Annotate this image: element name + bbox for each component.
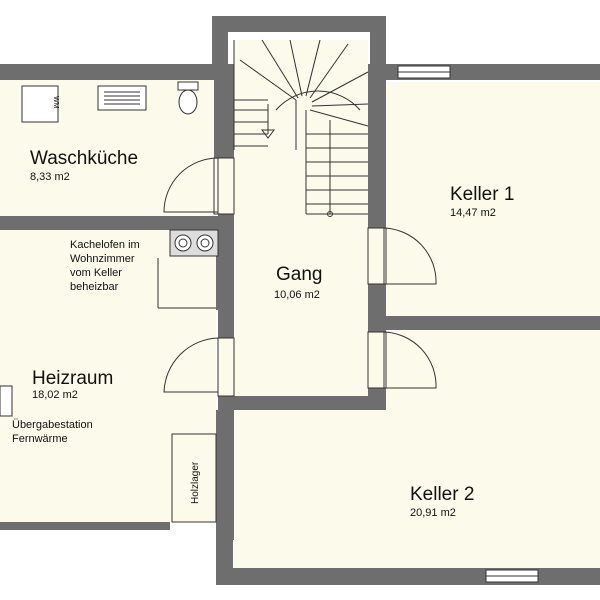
wall-heiz-right-lower (216, 410, 234, 540)
door-keller2-swing (383, 331, 437, 389)
room-area-gang: 10,06 m2 (274, 289, 320, 301)
outer-wall-left (0, 16, 600, 80)
room-area-keller2: 20,91 m2 (410, 507, 456, 519)
door-wasch-opening (213, 157, 235, 215)
stair-down-arrow-icon (261, 129, 275, 139)
wm-label: WM (52, 96, 59, 109)
stair-winder (289, 39, 303, 97)
washing-machine-icon (21, 85, 59, 123)
stair-winder (311, 103, 369, 107)
partition-lines (157, 258, 217, 523)
wall-wasch-heiz (0, 216, 234, 230)
outer-wall-bottom (0, 522, 170, 530)
stair-winder (309, 43, 349, 99)
room-name-keller2: Keller 2 (410, 484, 474, 505)
room-name-gang: Gang (276, 264, 322, 285)
room-area-heizraum: 18,02 m2 (32, 389, 78, 401)
fixtures (0, 81, 219, 417)
room-name-keller1: Keller 1 (450, 184, 514, 205)
labels: WM Waschküche 8,33 m2 Keller 1 14,47 m2 … (12, 96, 514, 519)
note-kachelofen-line3: vom Keller (70, 267, 122, 279)
stair-winder (311, 71, 369, 103)
floor-heizraum (0, 230, 216, 522)
room-area-keller1: 14,47 m2 (450, 207, 496, 219)
holzlager-box (171, 433, 217, 523)
sink-icon (97, 85, 147, 111)
oven-icon (169, 229, 219, 257)
room-name-waschkueche: Waschküche (30, 148, 138, 169)
heat-station-icon (0, 385, 13, 417)
stair-winder (309, 109, 369, 127)
stair-start-dot (327, 211, 333, 217)
wall-gang-left-mid (218, 214, 234, 338)
room-area-waschkueche: 8,33 m2 (30, 171, 70, 183)
doors (163, 157, 437, 397)
stair-winder (239, 59, 297, 101)
wall-gang-bottom (218, 396, 386, 410)
toilet-icon (177, 81, 199, 115)
note-uebergabe-line1: Übergabestation (12, 419, 93, 431)
floors (0, 40, 600, 568)
door-keller1-opening (367, 227, 387, 285)
note-kachelofen-line4: beheizbar (70, 281, 119, 293)
note-uebergabe-line2: Fernwärme (12, 433, 68, 445)
holzlager-label: Holzlager (190, 461, 201, 504)
door-keller2-opening (367, 331, 387, 389)
door-heiz-swing (163, 337, 219, 394)
wall-gang-left-upper (214, 64, 234, 158)
interior-walls (0, 64, 600, 540)
stair-winder (261, 39, 299, 99)
staircase (233, 39, 369, 217)
floor-keller1 (386, 82, 600, 316)
wall-gang-right-upper (368, 64, 386, 228)
stair-winder-arc (275, 90, 361, 111)
room-name-heizraum: Heizraum (32, 368, 113, 389)
door-keller1-swing (383, 227, 437, 285)
door-wasch-swing (163, 157, 219, 214)
note-kachelofen-line1: Kachelofen im (70, 239, 140, 251)
note-kachelofen-line2: Wohnzimmer (70, 253, 135, 265)
floor-keller2 (234, 330, 600, 568)
wall-keller1-keller2 (368, 316, 600, 330)
wall-heiz-right-top (216, 230, 220, 310)
door-heiz-opening (217, 337, 235, 397)
windows (397, 65, 539, 583)
stair-winder (305, 39, 321, 97)
